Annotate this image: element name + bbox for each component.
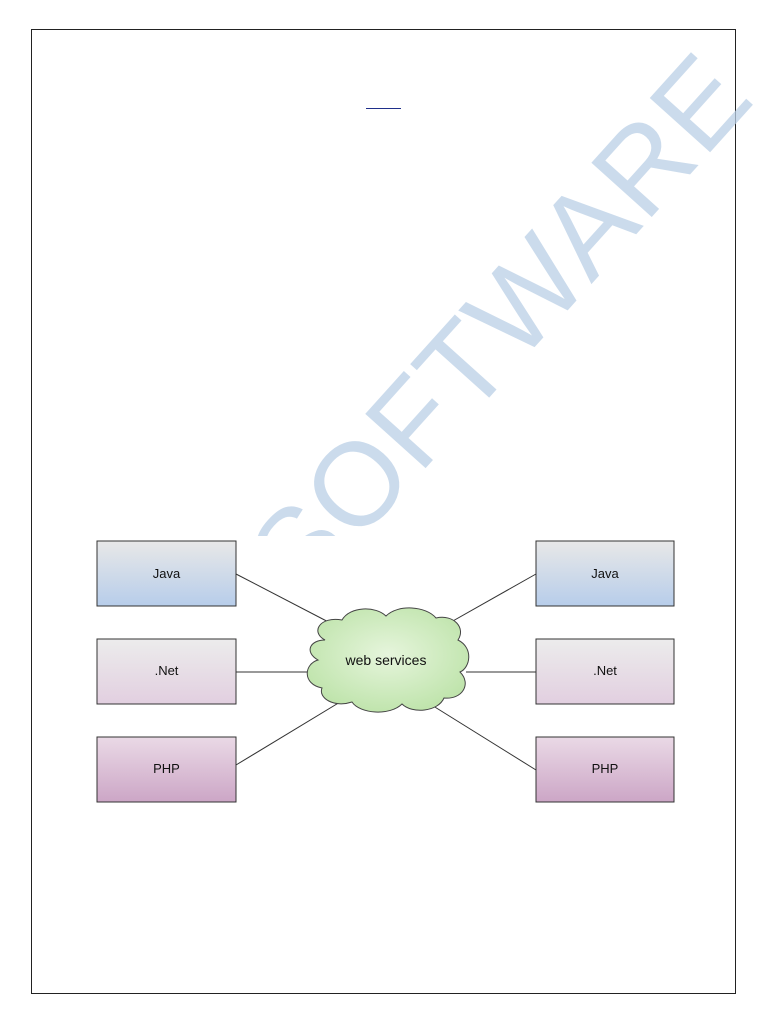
left-node-php[interactable]: PHP xyxy=(96,736,237,803)
connector-left-java xyxy=(235,573,341,629)
node-box xyxy=(96,540,237,607)
node-box xyxy=(535,540,675,607)
top-link-underline[interactable] xyxy=(366,92,401,109)
right-node-php[interactable]: PHP xyxy=(535,736,675,803)
node-label: Java xyxy=(591,566,619,581)
right-node-java[interactable]: Java xyxy=(535,540,675,607)
node-label: PHP xyxy=(153,761,180,776)
node-label: Java xyxy=(153,566,181,581)
node-label: .Net xyxy=(155,663,179,678)
node-box xyxy=(96,736,237,803)
connector-right-java xyxy=(443,573,537,627)
cloud-label: web services xyxy=(345,652,427,668)
left-node-java[interactable]: Java xyxy=(96,540,237,607)
node-label: .Net xyxy=(593,663,617,678)
web-services-cloud[interactable]: web services xyxy=(306,607,470,713)
right-node-net[interactable]: .Net xyxy=(535,638,675,705)
document-page xyxy=(31,29,736,994)
connector-right-php xyxy=(429,703,537,771)
node-label: PHP xyxy=(592,761,619,776)
node-box xyxy=(535,736,675,803)
node-box xyxy=(535,638,675,705)
left-node-net[interactable]: .Net xyxy=(96,638,237,705)
node-box xyxy=(96,638,237,705)
connector-lines xyxy=(235,573,537,771)
cloud-shape xyxy=(306,607,470,713)
connector-left-php xyxy=(235,695,351,766)
